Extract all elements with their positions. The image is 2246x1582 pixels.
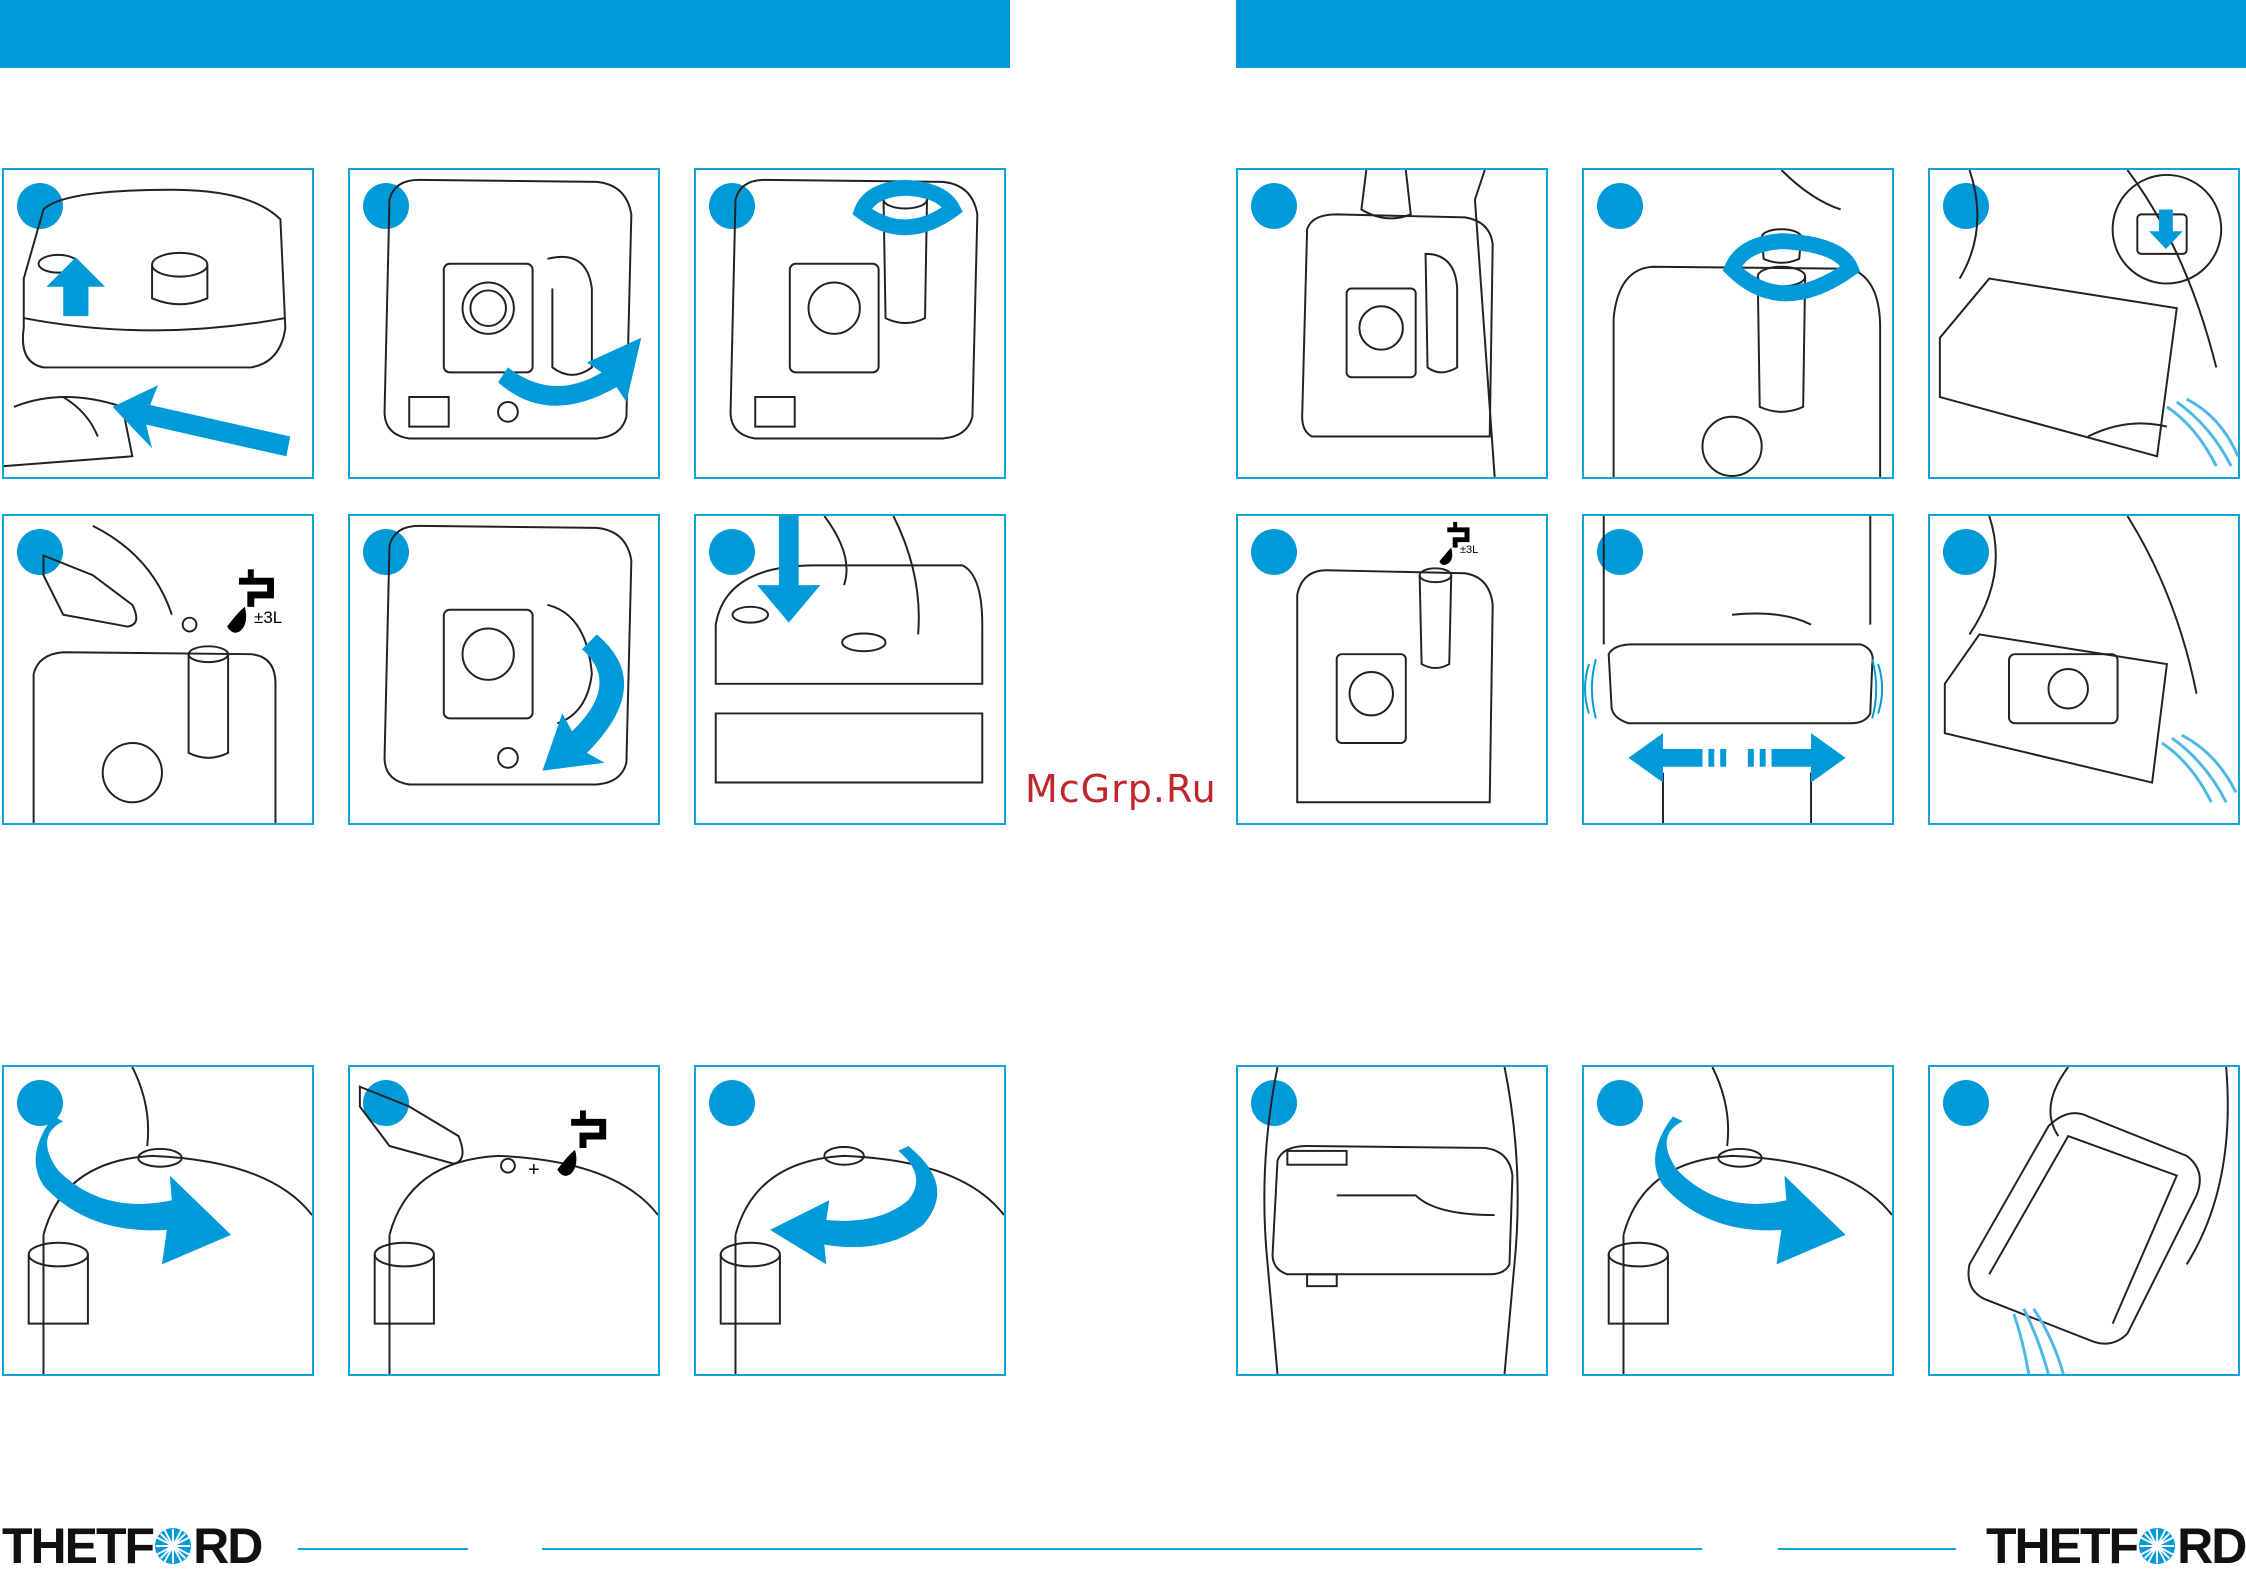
tap-icon — [557, 1110, 607, 1176]
sunburst-icon — [155, 1527, 192, 1565]
step-panel-remove-tank — [2, 168, 314, 479]
tank-fill-illustration — [1296, 521, 1494, 804]
step-number-badge — [1943, 1080, 1989, 1126]
step-panel-reattach-tank — [694, 514, 1006, 825]
step-panel-rotate-spout-out — [348, 168, 660, 479]
step-panel-shake-tank — [1582, 514, 1894, 825]
sunburst-icon — [2139, 1527, 2176, 1565]
empty-tank-illustration — [1943, 516, 2238, 803]
water-volume-label: ±3L — [254, 608, 283, 627]
tank-illustration — [383, 524, 633, 786]
pour-tank-illustration — [1967, 1067, 2229, 1374]
step-number-badge — [17, 529, 63, 575]
carry-tank-illustration — [1301, 170, 1496, 477]
step-panel-add-fluid: + — [348, 1065, 660, 1376]
toilet-top-illustration — [1607, 1067, 1892, 1374]
logo-text-start: THETF — [1986, 1518, 2139, 1574]
water-volume-label: ±3L — [1460, 544, 1479, 556]
tank-illustration — [383, 178, 642, 440]
toilet-top-illustration — [719, 1145, 1004, 1374]
step-panel-rotate-spout-back — [348, 514, 660, 825]
step-panel-open-valve — [2, 1065, 314, 1376]
step-panel-press-vent-empty — [1928, 168, 2240, 479]
tank-illustration — [729, 178, 979, 440]
step-number-badge — [709, 1080, 755, 1126]
step-panel-carry-tank — [1236, 168, 1548, 479]
brand-logo-right: THETF RD — [1986, 1518, 2246, 1574]
toilet-illustration — [714, 516, 984, 784]
step-number-badge — [1251, 529, 1297, 575]
step-panel-fill-water: ±3L — [2, 514, 314, 825]
footer-rule-2 — [542, 1548, 1702, 1550]
empty-tank-illustration — [1938, 170, 2238, 467]
footer-rule-1 — [298, 1548, 468, 1550]
logo-text-end: RD — [2177, 1518, 2246, 1574]
step-number-badge — [1251, 183, 1297, 229]
step-panel-rinse-tank: ±3L — [1236, 514, 1548, 825]
step-number-badge — [709, 183, 755, 229]
logo-text-start: THETF — [2, 1518, 155, 1574]
plus-sign: + — [528, 1159, 540, 1181]
logo-text-end: RD — [193, 1518, 263, 1574]
step-number-badge — [1943, 183, 1989, 229]
step-number-badge — [1597, 1080, 1643, 1126]
step-panel-empty-rinse — [1928, 514, 2240, 825]
toilet-top-illustration — [27, 1067, 312, 1374]
tap-icon — [1439, 521, 1470, 565]
step-panel-close-valve — [694, 1065, 1006, 1376]
toilet-illustration — [4, 188, 291, 468]
step-panel-carry-closed-tank — [1236, 1065, 1548, 1376]
header-bar-right — [1236, 0, 2246, 68]
watermark: McGrp.Ru — [1025, 767, 1217, 811]
step-number-badge — [709, 529, 755, 575]
brand-logo-left: THETF RD — [2, 1518, 263, 1574]
footer-rule-3 — [1778, 1548, 1956, 1550]
step-panel-pour-out — [1928, 1065, 2240, 1376]
step-number-badge — [363, 529, 409, 575]
step-panel-unscrew-spout — [1582, 168, 1894, 479]
tank-fill-illustration — [32, 524, 277, 823]
shake-tank-illustration — [1584, 516, 1884, 823]
step-number-badge — [1943, 529, 1989, 575]
step-panel-open-valve-2 — [1582, 1065, 1894, 1376]
header-bar-left — [0, 0, 1010, 68]
step-number-badge — [363, 183, 409, 229]
toilet-top-illustration — [358, 1085, 658, 1374]
step-number-badge — [1597, 183, 1643, 229]
carry-tank-illustration — [1263, 1067, 1519, 1374]
tank-spout-illustration — [1612, 170, 1882, 477]
step-panel-unscrew-cap — [694, 168, 1006, 479]
tap-icon — [227, 569, 274, 633]
